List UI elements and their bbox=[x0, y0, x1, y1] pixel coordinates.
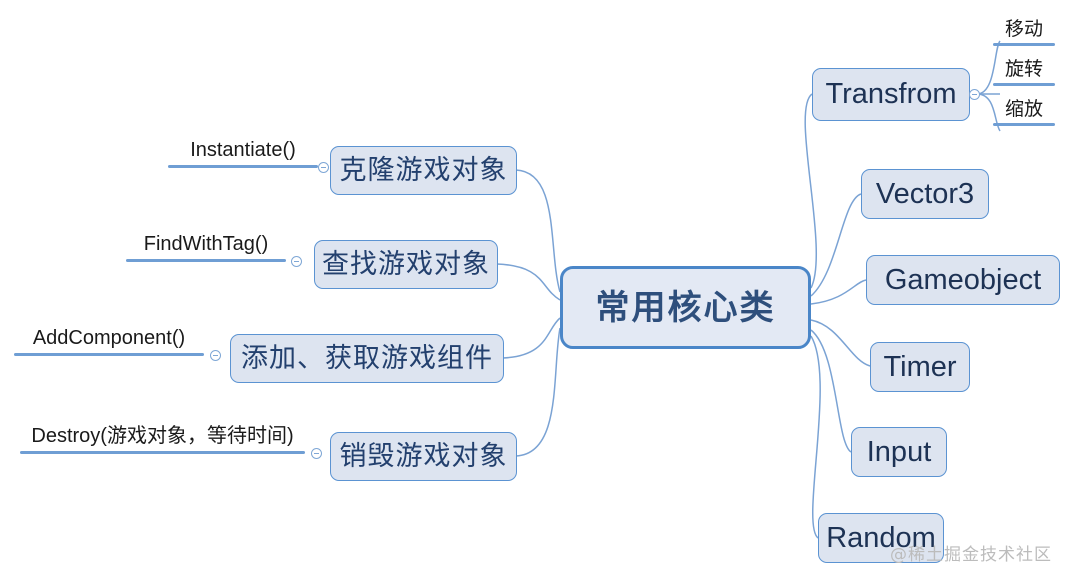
subitem-label: 旋转 bbox=[1004, 58, 1043, 80]
node-add-get-component[interactable]: 添加、获取游戏组件 bbox=[230, 334, 504, 383]
collapse-toggle-addcomponent[interactable] bbox=[210, 350, 221, 361]
branch-rule bbox=[14, 352, 204, 356]
method-label: FindWithTag() bbox=[143, 233, 269, 255]
watermark: @稀土掘金技术社区 bbox=[890, 545, 1052, 565]
method-label: Destroy(游戏对象，等待时间) bbox=[31, 425, 294, 447]
branch-label-instantiate[interactable]: Instantiate() bbox=[168, 136, 318, 168]
subitem-label: 移动 bbox=[1004, 18, 1043, 40]
node-clone-gameobject[interactable]: 克隆游戏对象 bbox=[330, 146, 517, 195]
node-timer[interactable]: Timer bbox=[870, 342, 970, 392]
subitem-label: 缩放 bbox=[1004, 98, 1043, 120]
collapse-toggle-instantiate[interactable] bbox=[318, 162, 329, 173]
node-gameobject[interactable]: Gameobject bbox=[866, 255, 1060, 305]
branch-label-destroy[interactable]: Destroy(游戏对象，等待时间) bbox=[20, 422, 305, 454]
node-vector3[interactable]: Vector3 bbox=[861, 169, 989, 219]
method-label: Instantiate() bbox=[190, 139, 296, 161]
subitem-scale[interactable]: 缩放 bbox=[993, 98, 1055, 126]
central-node[interactable]: 常用核心类 bbox=[560, 266, 811, 349]
collapse-toggle-destroy[interactable] bbox=[311, 448, 322, 459]
subitem-rule bbox=[993, 82, 1055, 86]
node-random[interactable]: Random bbox=[818, 513, 944, 563]
node-destroy-gameobject[interactable]: 销毁游戏对象 bbox=[330, 432, 517, 481]
branch-label-findwithtag[interactable]: FindWithTag() bbox=[126, 230, 286, 262]
subitem-rule bbox=[993, 42, 1055, 46]
subitem-rotate[interactable]: 旋转 bbox=[993, 58, 1055, 86]
branch-rule bbox=[20, 450, 305, 454]
collapse-toggle-findwithtag[interactable] bbox=[291, 256, 302, 267]
branch-label-addcomponent[interactable]: AddComponent() bbox=[14, 324, 204, 356]
method-label: AddComponent() bbox=[32, 327, 186, 349]
subitem-rule bbox=[993, 122, 1055, 126]
branch-rule bbox=[168, 164, 318, 168]
branch-rule bbox=[126, 258, 286, 262]
node-input[interactable]: Input bbox=[851, 427, 947, 477]
collapse-toggle-transfrom[interactable] bbox=[969, 89, 980, 100]
node-transfrom[interactable]: Transfrom bbox=[812, 68, 970, 121]
subitem-move[interactable]: 移动 bbox=[993, 18, 1055, 46]
node-find-gameobject[interactable]: 查找游戏对象 bbox=[314, 240, 498, 289]
